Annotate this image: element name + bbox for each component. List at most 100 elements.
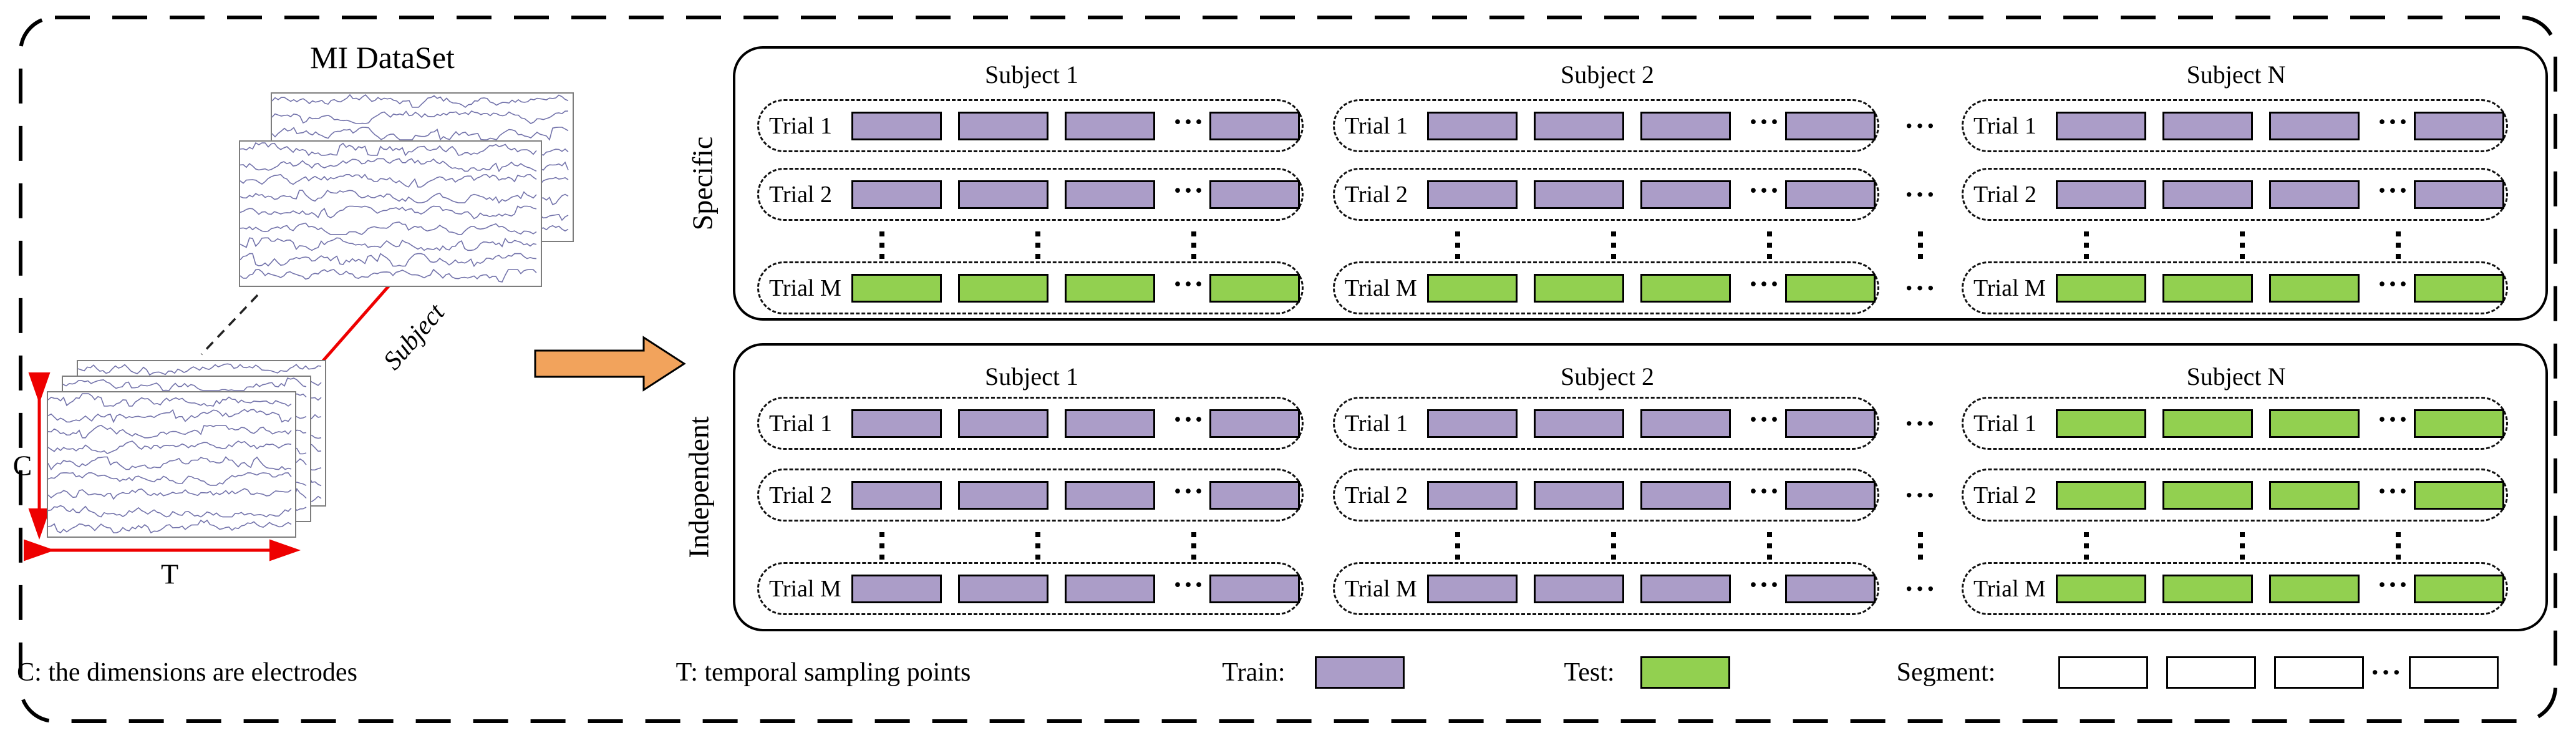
trial-row-pill: Trial 1···: [757, 99, 1304, 152]
segment-ellipsis: ···: [1173, 568, 1205, 601]
test-segment-box: [1065, 273, 1155, 303]
train-segment-box: [1640, 480, 1731, 510]
test-segment-box: [2162, 409, 2253, 438]
trial-label: Trial M: [1345, 274, 1417, 301]
trial-rows-ellipsis: [2220, 529, 2264, 563]
trial-label: Trial 1: [769, 410, 833, 437]
trial-label: Trial 2: [1345, 482, 1408, 508]
train-segment-box: [1640, 180, 1731, 209]
train-segment-box: [2056, 180, 2146, 209]
trial-label: Trial 2: [1345, 181, 1408, 208]
trial-rows-ellipsis: [1748, 529, 1791, 563]
c-axis-label: C: [12, 449, 32, 482]
trial-rows-ellipsis: [2065, 529, 2108, 563]
subject-column: Subject 1 Trial 1··· Trial 2 ··· Trial M ···: [757, 49, 1306, 318]
segment-ellipsis: ···: [1748, 474, 1781, 508]
subjects-rows-ellipsis: [1912, 228, 1929, 262]
trial-label: Trial 1: [1973, 112, 2037, 139]
train-segment-box: [1427, 409, 1518, 438]
subjects-ellipsis: ···: [1904, 271, 1937, 304]
trial-row-pill: Trial M···: [1333, 261, 1879, 314]
train-segment-box: [1065, 111, 1155, 140]
trial-row-pill: Trial 1···: [1962, 397, 2508, 450]
trial-row-pill: Trial 2 ···: [1333, 469, 1879, 522]
trial-label: Trial M: [769, 274, 841, 301]
trial-row-pill: Trial M···: [1333, 562, 1879, 615]
segment-ellipsis: ···: [2377, 402, 2409, 436]
segment-ellipsis: ···: [2377, 105, 2409, 138]
segment-ellipsis: ···: [2377, 173, 2409, 207]
test-segment-box: [2269, 574, 2360, 603]
trial-row-pill: Trial 2 ···: [757, 168, 1304, 221]
train-segment-box: [1427, 180, 1518, 209]
subjects-rows-ellipsis: [1912, 529, 1929, 563]
trial-label: Trial M: [1345, 575, 1417, 602]
trial-rows-ellipsis: [2376, 228, 2420, 262]
subject-column-label: Subject 1: [985, 61, 1078, 89]
train-segment-box: [851, 111, 942, 140]
train-segment-box: [851, 480, 942, 510]
train-segment-box: [1534, 409, 1624, 438]
test-segment-box: [1640, 273, 1731, 303]
train-segment-box: [958, 409, 1048, 438]
segment-ellipsis: ···: [1173, 267, 1205, 301]
train-segment-box: [958, 480, 1048, 510]
train-segment-box: [851, 180, 942, 209]
train-segment-box: [1640, 111, 1731, 140]
train-segment-box: [2162, 180, 2253, 209]
train-segment-box: [1640, 409, 1731, 438]
test-segment-box: [2162, 273, 2253, 303]
segment-ellipsis: ···: [1173, 173, 1205, 207]
trial-row-pill: Trial 2 ···: [1333, 168, 1879, 221]
flow-arrow-icon: [534, 336, 686, 392]
segment-ellipsis: ···: [1748, 402, 1781, 436]
segment-ellipsis: ···: [1748, 105, 1781, 138]
trial-label: Trial 1: [769, 112, 833, 139]
eeg-traces: [240, 142, 537, 283]
test-segment-box: [2162, 480, 2253, 510]
trial-rows-ellipsis: [1172, 228, 1216, 262]
subjects-ellipsis: ···: [1904, 572, 1937, 604]
test-segment-box: [2414, 409, 2505, 438]
panel-label-specific: Specific: [686, 136, 719, 231]
test-segment-box: [2056, 480, 2146, 510]
legend-segment-swatch: [2058, 656, 2148, 689]
train-segment-box: [2269, 111, 2360, 140]
test-segment-box: [2056, 409, 2146, 438]
test-segment-box: [2269, 409, 2360, 438]
train-segment-box: [1065, 180, 1155, 209]
segment-ellipsis: ···: [1173, 402, 1205, 436]
train-segment-box: [1534, 111, 1624, 140]
subject-column-label: Subject N: [2186, 61, 2286, 89]
segment-ellipsis: ···: [2377, 568, 2409, 601]
train-segment-box: [1785, 574, 1876, 603]
trial-label: Trial 2: [769, 181, 833, 208]
segment-ellipsis: ···: [1173, 474, 1205, 508]
legend-train-swatch: [1315, 656, 1405, 689]
segment-ellipsis: ···: [2377, 267, 2409, 301]
train-segment-box: [1785, 111, 1876, 140]
trial-row-pill: Trial M···: [1962, 562, 2508, 615]
test-segment-box: [2056, 273, 2146, 303]
trial-row-pill: Trial M···: [757, 562, 1304, 615]
train-segment-box: [851, 409, 942, 438]
train-segment-box: [1065, 574, 1155, 603]
legend-segment-swatch: [2274, 656, 2364, 689]
train-segment-box: [1785, 180, 1876, 209]
trial-rows-ellipsis: [2220, 228, 2264, 262]
test-segment-box: [1534, 273, 1624, 303]
legend-segment-label: Segment:: [1896, 658, 1996, 687]
trial-rows-ellipsis: [1172, 529, 1216, 563]
test-segment-box: [851, 273, 942, 303]
train-segment-box: [1785, 480, 1876, 510]
test-segment-box: [2414, 273, 2505, 303]
trial-row-pill: Trial 1 ···: [1962, 99, 2508, 152]
trial-label: Trial 1: [1345, 112, 1408, 139]
segment-ellipsis: ···: [1748, 173, 1781, 207]
train-segment-box: [2414, 111, 2505, 140]
test-segment-box: [2414, 574, 2505, 603]
test-segment-box: [2414, 480, 2505, 510]
trial-rows-ellipsis: [1748, 228, 1791, 262]
trial-row-pill: Trial 2···: [1962, 469, 2508, 522]
